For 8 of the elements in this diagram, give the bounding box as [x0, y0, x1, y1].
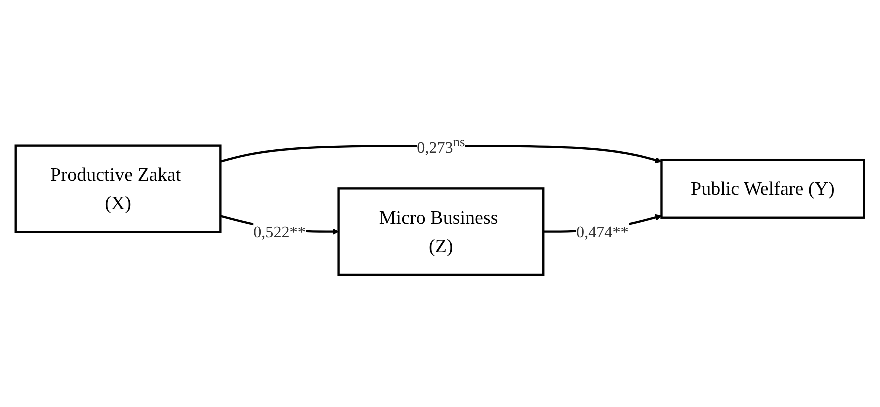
- edge-label: 0,273$^{ns}$: [417, 134, 466, 156]
- node-box: [14, 144, 222, 233]
- node-box: [338, 187, 545, 276]
- edge-label: 0,474**: [576, 222, 629, 241]
- node-box: [660, 158, 866, 219]
- edge-label: 0,522**: [254, 222, 306, 241]
- path-diagram: 0,273$^{ns}$ 0,522** 0,474** Productive Zakat (X) Public Welfare (Y) Micro Business (Z): [10, 126, 870, 280]
- arrow: [220, 144, 662, 164]
